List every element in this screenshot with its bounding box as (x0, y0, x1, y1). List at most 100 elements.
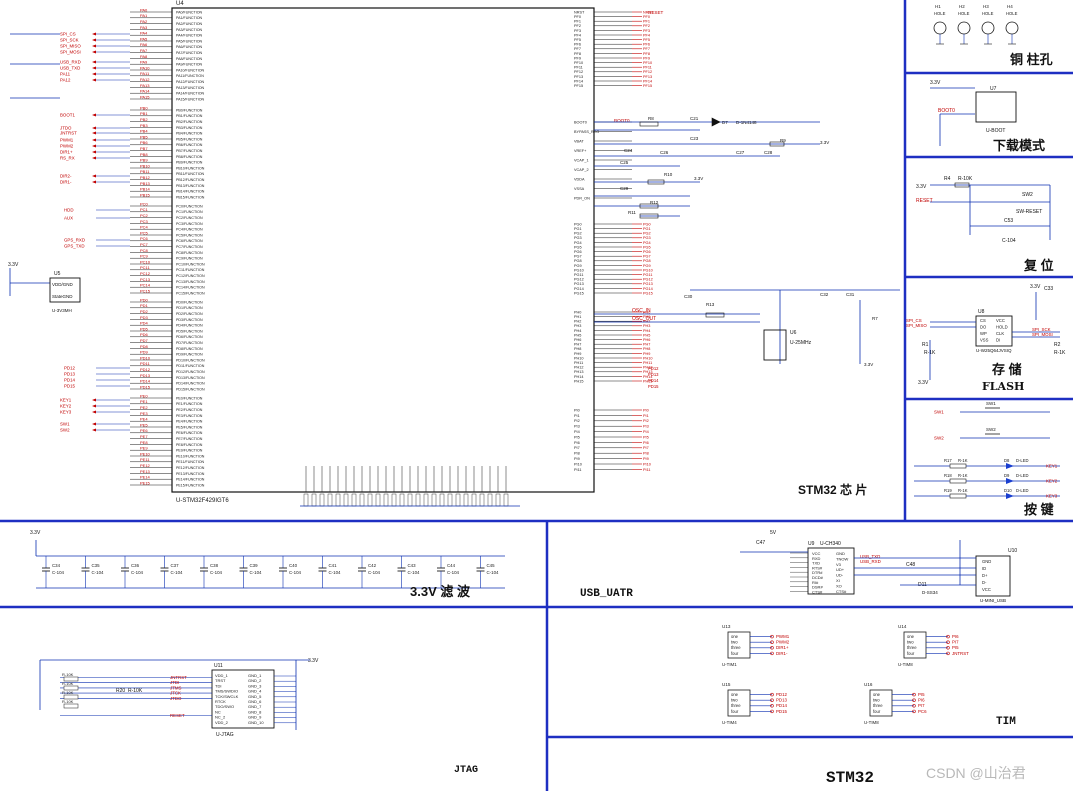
net-label: PG3 (643, 236, 651, 240)
pin-name: PG7 (574, 255, 582, 259)
net-label: PI6 (643, 441, 649, 445)
net-label: DIR1- (60, 180, 72, 185)
pin-name: PI3 (574, 425, 580, 429)
net-port (92, 398, 96, 402)
pin-function: PE2/FUNCTION (176, 408, 203, 412)
pin-name: PE5 (140, 422, 148, 427)
pin-function: PC12/FUNCTION (176, 274, 205, 278)
svg-text:C48: C48 (906, 562, 915, 568)
net-label: PH11 (643, 361, 652, 365)
power-pin-box (455, 493, 461, 507)
pin-name: PD11 (140, 361, 150, 366)
net-label: PG4 (643, 241, 651, 245)
led-r-ref: R17 (944, 458, 952, 463)
pin-function: PC13/FUNCTION (176, 280, 205, 284)
svg-text:R13: R13 (706, 302, 715, 307)
svg-text:C29: C29 (620, 186, 629, 191)
filter-title: 3.3V 滤 波 (410, 584, 471, 599)
flash-net: SPI_MOSI (1032, 332, 1053, 337)
svg-text:U-MINI_USB: U-MINI_USB (980, 598, 1006, 603)
svg-text:复 位: 复 位 (1023, 258, 1054, 273)
tim-pin: one (731, 692, 739, 697)
flash-pin: DO (980, 325, 987, 330)
pin-name: PF1 (574, 20, 581, 24)
net-label: BOOT0 (614, 118, 630, 123)
pin-name: PA14 (140, 89, 150, 94)
u5-regulator: U5 VDD/GND StateGND U-3V3MH 3.3V (8, 262, 81, 313)
pin-function: PD11/FUNCTION (176, 364, 205, 368)
jtag-pin: TDO/SWO (215, 704, 234, 709)
pin-function: PC15/FUNCTION (176, 291, 205, 295)
key-net: SW1 (934, 410, 944, 415)
pin-name: PA4 (140, 31, 148, 36)
net-label: SW2 (60, 428, 70, 433)
jtag-net: JTDI (170, 680, 179, 685)
power-pin-box (391, 493, 397, 507)
jtag-pin: GND_2 (248, 678, 262, 683)
pin-function: PD12/FUNCTION (176, 370, 205, 374)
pin-name: PI5 (574, 435, 580, 439)
net-port (92, 180, 96, 184)
net-label: PF5 (643, 38, 650, 42)
pin-function: PC11/FUNCTION (176, 268, 205, 272)
net-label: PG12 (643, 278, 653, 282)
tim-port (770, 634, 774, 639)
pin-name: PE4 (140, 417, 148, 422)
pin-name: PF6 (574, 43, 581, 47)
net-label: PH13 (643, 370, 653, 374)
pin-name: PE3 (140, 411, 148, 416)
watermark: CSDN @山治君 (926, 765, 1026, 781)
net-port (92, 126, 96, 130)
pin-name: PG14 (574, 287, 584, 291)
svg-text:C32: C32 (820, 292, 829, 297)
pin-name: PG10 (574, 268, 584, 272)
pin-function: PB5/FUNCTION (176, 137, 203, 141)
pin-name: PD12 (140, 367, 151, 372)
net-label: GPS_TXD (64, 244, 85, 249)
cap-value: C-104 (210, 570, 223, 575)
pin-name: PG0 (574, 222, 582, 226)
pin-function: PE10/FUNCTION (176, 454, 205, 458)
pin-function: PB1/FUNCTION (176, 114, 203, 118)
pin-function: PA11/FUNCTION (176, 74, 204, 78)
pin-name: PI9 (574, 457, 580, 461)
net-port (92, 32, 96, 36)
mcu-section-title: STM32 芯 片 (798, 482, 867, 497)
pin-name: PI7 (574, 446, 580, 450)
net-label: PH10 (643, 356, 653, 360)
net-label: PI4 (643, 430, 649, 434)
led-net: KEY3 (1046, 494, 1058, 499)
pin-function: PB7/FUNCTION (176, 149, 203, 153)
net-port (92, 404, 96, 408)
usb-pin: CTS# (836, 589, 847, 594)
pin-function: PC9/FUNCTION (176, 257, 203, 261)
pin-function: PD0/FUNCTION (176, 300, 203, 304)
usb-pin: UD+ (836, 567, 845, 572)
cap-ref: C44 (447, 563, 456, 568)
jtag-pin: NC (215, 709, 221, 714)
cap-value: C-104 (289, 570, 302, 575)
usb-title: USB_UATR (580, 588, 633, 600)
jtag-pin: GND_8 (248, 709, 262, 714)
pin-name: PC12 (140, 271, 151, 276)
net-port (92, 66, 96, 70)
svg-text:R-1K: R-1K (1054, 350, 1066, 356)
pin-name: PE12 (140, 463, 151, 468)
jtag-pin: GND_9 (248, 715, 262, 720)
pin-name: PD10 (140, 355, 151, 360)
power-pin-box (415, 493, 421, 507)
pin-name: PA10 (140, 65, 150, 70)
net-label: PI2 (643, 419, 649, 423)
pin-name: PF9 (574, 56, 581, 60)
svg-text:FLASH: FLASH (982, 380, 1024, 393)
pin-name: PF11 (574, 66, 583, 70)
pin-name: PF12 (574, 70, 583, 74)
net-label: PH1 (643, 315, 650, 319)
net-label: PI5 (643, 435, 649, 439)
cap-ref: C37 (171, 563, 180, 568)
pin-name: PI2 (574, 419, 580, 423)
pin-function: PE12/FUNCTION (176, 466, 205, 470)
pin-function: PC8/FUNCTION (176, 251, 203, 255)
tim-box (727, 631, 751, 659)
mcu-bottom-pins (300, 466, 520, 507)
